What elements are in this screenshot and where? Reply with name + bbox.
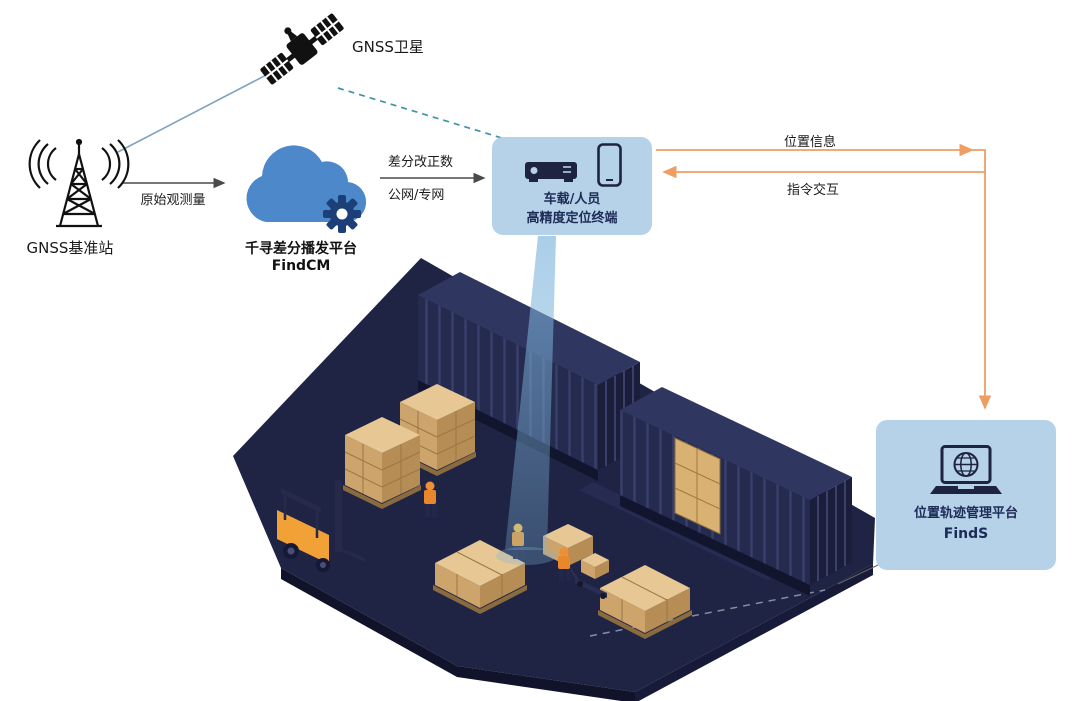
pallet-center bbox=[433, 540, 527, 614]
pallet-right bbox=[598, 565, 692, 639]
platform-leader-line bbox=[837, 564, 879, 585]
radio-tower-icon bbox=[28, 138, 130, 228]
terminal-icon-row bbox=[523, 143, 622, 187]
smartphone-icon bbox=[596, 143, 622, 187]
raw-observation-label: 原始观测量 bbox=[140, 193, 206, 208]
platform-title: 位置轨迹管理平台 bbox=[913, 506, 1018, 522]
correction-label-line2: 公网/专网 bbox=[388, 188, 445, 203]
laptop-globe-icon bbox=[930, 445, 1002, 495]
satellite-icon bbox=[260, 13, 344, 85]
worker-3-pallet-jack bbox=[558, 547, 609, 599]
satellite-to-base-link bbox=[117, 71, 273, 153]
cloud-title: 千寻差分播发平台 bbox=[245, 241, 357, 257]
terminal-label-line2: 高精度定位终端 bbox=[526, 211, 618, 226]
satellite-to-terminal-link bbox=[337, 87, 516, 143]
positioning-beam bbox=[505, 236, 556, 550]
terminal-panel: 车载/人员 高精度定位终端 bbox=[492, 137, 652, 235]
small-box-group bbox=[543, 524, 593, 566]
satellite-label: GNSS卫星 bbox=[352, 38, 424, 56]
correction-label-line1: 差分改正数 bbox=[388, 155, 454, 170]
beam-glow bbox=[496, 547, 556, 565]
container-a bbox=[418, 272, 640, 481]
platform-subtitle: FindS bbox=[943, 526, 989, 543]
command-interaction-label: 指令交互 bbox=[786, 183, 839, 198]
position-info-label: 位置信息 bbox=[783, 135, 836, 150]
forklift bbox=[277, 480, 365, 572]
container-b-open-cargo bbox=[674, 437, 721, 535]
worker-1 bbox=[424, 481, 437, 517]
warehouse-scene bbox=[233, 258, 875, 701]
cloud-gear-icon bbox=[246, 145, 367, 233]
platform-panel: 位置轨迹管理平台 FindS bbox=[876, 420, 1056, 570]
base-station-label: GNSS基准站 bbox=[26, 239, 114, 257]
down-to-platform-arrow bbox=[972, 149, 992, 410]
receiver-icon bbox=[524, 162, 577, 183]
cloud-subtitle: FindCM bbox=[271, 258, 331, 274]
cargo-stack-front bbox=[343, 417, 421, 509]
container-b bbox=[620, 387, 852, 596]
container-b-door-rods bbox=[817, 481, 846, 581]
gear-icon bbox=[323, 195, 361, 233]
terminal-label-line1: 车载/人员 bbox=[543, 192, 601, 208]
